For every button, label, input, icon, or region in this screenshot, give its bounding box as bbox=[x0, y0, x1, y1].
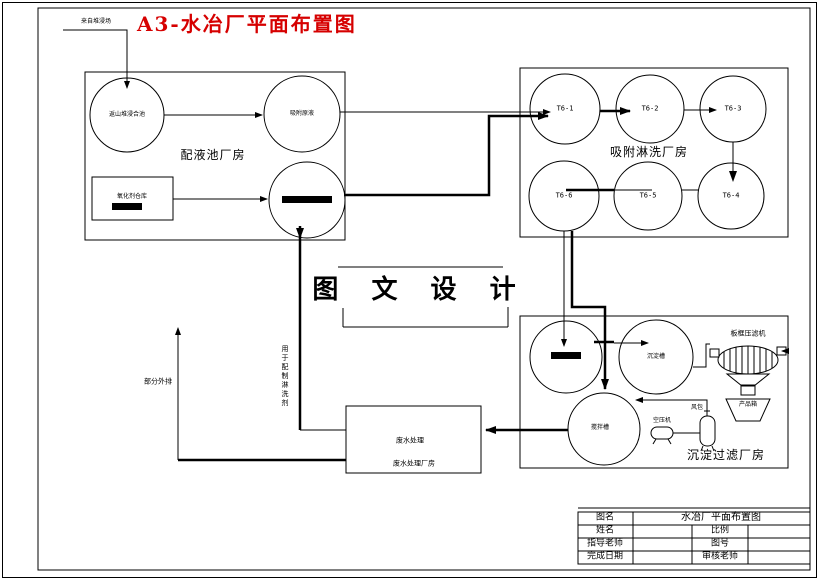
building-chendian-name: 沉淀过滤厂房 bbox=[686, 448, 766, 462]
tank-adsorption-feed-label: 吸附原液 bbox=[289, 110, 315, 117]
filter-funnel bbox=[725, 373, 771, 387]
titleblock-drawing-name-label: 图名 bbox=[595, 512, 615, 523]
flow-air-to-mixing bbox=[635, 397, 708, 414]
filter-discharge-box bbox=[740, 384, 756, 396]
mixing-tank-label: 搅拌槽 bbox=[590, 424, 610, 431]
tank-blackbar2-bar bbox=[551, 352, 581, 359]
tank-heap-leach-label: 返山堆浸合池 bbox=[108, 111, 146, 118]
compressor-label: 空压机 bbox=[652, 417, 672, 424]
eluent-note-label: 用于配制淋洗剂 bbox=[281, 345, 289, 408]
titleblock-name-label: 姓名 bbox=[595, 525, 615, 536]
tower-t6-2-label: T6-2 bbox=[641, 104, 659, 113]
tower-t6-5-circle bbox=[613, 161, 683, 231]
page-title: A3-水冶厂平面布置图 bbox=[137, 12, 357, 36]
flow-source-to-tank-a bbox=[63, 29, 130, 89]
tower-t6-4-label: T6-4 bbox=[722, 191, 740, 200]
tank-blackbar1-circle bbox=[268, 161, 346, 239]
building-peiye-name: 配液池厂房 bbox=[180, 148, 246, 162]
inner-frame bbox=[37, 7, 811, 571]
titleblock-number-label: 图号 bbox=[710, 538, 730, 549]
titleblock-scale-label: 比例 bbox=[710, 525, 730, 536]
settling-tank-circle bbox=[618, 319, 694, 395]
air-tank-label: 风包 bbox=[690, 404, 704, 411]
source-label: 来自堆浸场 bbox=[80, 18, 112, 25]
titleblock-reviewer-label: 审核老师 bbox=[701, 551, 739, 562]
filter-left-nozzle bbox=[709, 348, 720, 358]
watermark-text: 图 文 设 计 bbox=[312, 275, 528, 305]
product-box-label: 产品箱 bbox=[738, 401, 758, 408]
air-tank-body bbox=[699, 415, 716, 447]
flow-t66-to-mixing-thick bbox=[570, 231, 609, 390]
compressor-body bbox=[650, 426, 674, 440]
building-chendian-outline bbox=[519, 315, 789, 469]
settling-tank-label: 沉淀槽 bbox=[646, 353, 666, 360]
air-tank-leg bbox=[711, 445, 715, 452]
tower-t6-4-circle bbox=[697, 162, 765, 230]
flow-settling-to-filter bbox=[693, 343, 710, 368]
oxidant-warehouse-label: 氧化剂仓库 bbox=[116, 193, 148, 200]
tower-t6-3-label: T6-3 bbox=[724, 104, 742, 113]
air-tank-leg bbox=[700, 445, 704, 452]
discharge-note-label: 部分外排 bbox=[144, 377, 172, 386]
titleblock-drawing-name-value: 水冶厂平面布置图 bbox=[681, 512, 761, 523]
building-peiye-outline bbox=[84, 71, 346, 241]
compressor-leg bbox=[667, 438, 672, 445]
product-box-shape bbox=[725, 398, 771, 422]
building-xifu-outline bbox=[519, 67, 789, 238]
tower-t6-2-circle bbox=[615, 74, 685, 144]
tank-blackbar1-bar bbox=[282, 196, 332, 203]
tower-t6-6-label: T6-6 bbox=[555, 191, 573, 200]
filter-label: 板框压滤机 bbox=[730, 329, 766, 338]
compressor-leg bbox=[652, 438, 657, 445]
tank-adsorption-feed-circle bbox=[263, 75, 341, 153]
tower-t6-1-label: T6-1 bbox=[556, 104, 574, 113]
tank-blackbar2-circle bbox=[529, 320, 603, 394]
tower-t6-1-circle bbox=[529, 73, 601, 145]
building-xifu-name: 吸附淋洗厂房 bbox=[609, 145, 689, 159]
flow-tank-c-to-t61-thick bbox=[344, 112, 549, 197]
titleblock-date-label: 完成日期 bbox=[586, 551, 624, 562]
wastewater-label: 废水处理 bbox=[396, 436, 424, 445]
building-feishui-outline bbox=[345, 405, 482, 474]
titleblock-advisor-label: 指导老师 bbox=[586, 538, 624, 549]
building-feishui-name: 废水处理厂房 bbox=[393, 459, 435, 468]
oxidant-warehouse-bar bbox=[112, 203, 142, 210]
tower-t6-5-label: T6-5 bbox=[639, 191, 657, 200]
